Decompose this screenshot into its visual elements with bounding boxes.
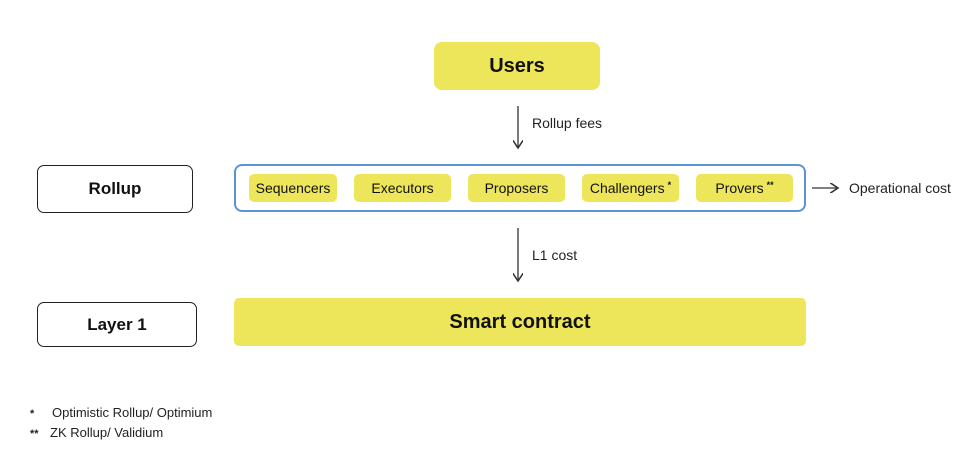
- footnote-mark: *: [30, 408, 35, 420]
- role-footnote-mark: *: [667, 180, 672, 190]
- role-label: Provers: [715, 180, 764, 196]
- rollup-fees-label: Rollup fees: [532, 115, 603, 131]
- layer1-node: Layer 1: [37, 302, 197, 347]
- smart-contract-node: Smart contract: [234, 298, 806, 346]
- role-label: Proposers: [484, 180, 549, 196]
- role-chip-executors: Executors: [354, 174, 451, 202]
- footnote-text: ZK Rollup/ Validium: [50, 425, 164, 440]
- role-chip-challengers: Challengers *: [582, 174, 679, 202]
- l1-cost-label: L1 cost: [532, 247, 578, 263]
- users-node: Users: [434, 42, 600, 90]
- rollup-label: Rollup: [88, 179, 142, 198]
- role-chip-provers: Provers **: [696, 174, 793, 202]
- layer1-label: Layer 1: [87, 314, 147, 334]
- role-label: Executors: [371, 180, 434, 196]
- operational-cost-label: Operational cost: [849, 180, 951, 196]
- smart-contract-label: Smart contract: [449, 310, 591, 333]
- footnote-zk: ** ZK Rollup/ Validium: [30, 425, 163, 440]
- role-chip-proposers: Proposers: [468, 174, 565, 202]
- footnote-text: Optimistic Rollup/ Optimium: [52, 405, 213, 420]
- footnote-optimistic: * Optimistic Rollup/ Optimium: [30, 405, 212, 420]
- rollup-roles-frame: Sequencers Executors Proposers Challenge…: [234, 164, 806, 212]
- rollup-node: Rollup: [37, 165, 193, 213]
- users-label: Users: [489, 54, 545, 77]
- role-label: Sequencers: [255, 180, 331, 196]
- role-chip-sequencers: Sequencers: [249, 174, 337, 202]
- footnote-mark: **: [30, 428, 39, 440]
- role-label: Challengers: [589, 180, 665, 196]
- role-footnote-mark: **: [766, 180, 774, 190]
